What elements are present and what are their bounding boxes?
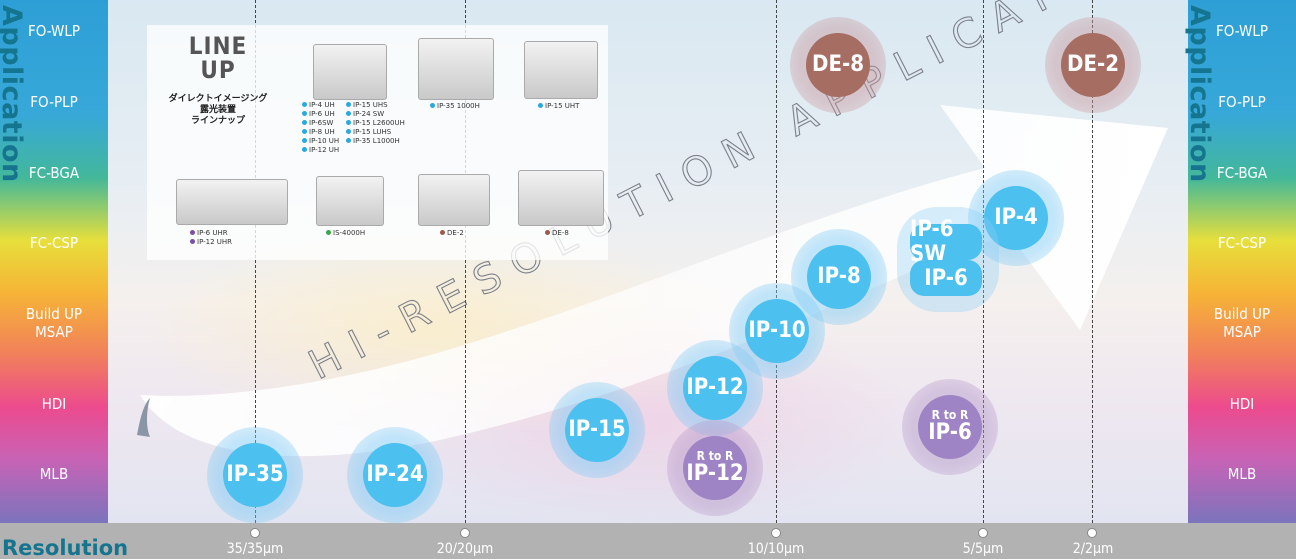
app-fc-bga: FC-BGA xyxy=(1216,164,1268,182)
machine-image-ip-uh-series xyxy=(313,44,387,100)
guide-line-35 xyxy=(255,0,256,523)
tick-20 xyxy=(460,528,470,538)
product-ip-6[interactable]: IP-6 xyxy=(910,260,982,296)
app-mlb: MLB xyxy=(1227,465,1257,483)
axis-title-application: Application xyxy=(1184,5,1215,183)
app-fc-csp: FC-CSP xyxy=(29,234,79,252)
product-ip-6-sw[interactable]: IP-6 SW xyxy=(910,217,982,267)
app-mlb: MLB xyxy=(39,465,69,483)
lineup-title: LINE UP xyxy=(188,32,248,84)
product-ip-4[interactable]: IP-4 xyxy=(968,170,1064,266)
resolution-35: 35/35μm xyxy=(226,541,284,557)
guide-line-10 xyxy=(776,0,777,523)
resolution-2: 2/2μm xyxy=(1072,541,1114,557)
product-r2r-ip-12[interactable]: R to R IP-12 xyxy=(667,420,763,516)
product-r2r-ip-6[interactable]: R to R IP-6 xyxy=(902,379,998,475)
guide-line-20 xyxy=(465,0,466,523)
tick-5 xyxy=(978,528,988,538)
machine-image-de-8 xyxy=(518,170,604,226)
app-fo-plp: FO-PLP xyxy=(30,93,78,111)
tick-35 xyxy=(250,528,260,538)
machine-image-de-2 xyxy=(418,174,490,226)
product-ip-8[interactable]: IP-8 xyxy=(791,229,887,325)
resolution-20: 20/20μm xyxy=(436,541,494,557)
axis-title-application: Application xyxy=(0,5,27,183)
app-build-up-msap: Build UP MSAP xyxy=(25,305,83,341)
guide-line-2 xyxy=(1092,0,1093,523)
app-build-up-msap: Build UP MSAP xyxy=(1213,305,1271,341)
guide-line-5 xyxy=(983,0,984,523)
product-ip-24[interactable]: IP-24 xyxy=(347,427,443,523)
application-axis-right: Application FO-WLP FO-PLP FC-BGA FC-CSP … xyxy=(1184,0,1296,523)
app-hdi: HDI xyxy=(41,395,67,413)
product-de-8[interactable]: DE-8 xyxy=(790,17,886,113)
tick-10 xyxy=(771,528,781,538)
app-fc-bga: FC-BGA xyxy=(28,164,80,182)
application-axis-left: Application FO-WLP FO-PLP FC-BGA FC-CSP … xyxy=(0,0,108,523)
lineup-subtitle: ダイレクトイメージング 露光装置 ラインナップ xyxy=(168,94,268,126)
app-fc-csp: FC-CSP xyxy=(1217,234,1267,252)
product-ip-10[interactable]: IP-10 xyxy=(729,283,825,379)
resolution-5: 5/5μm xyxy=(962,541,1004,557)
app-fo-wlp: FO-WLP xyxy=(27,22,81,40)
product-ip-15[interactable]: IP-15 xyxy=(549,382,645,478)
machine-image-ip-15-uht xyxy=(524,41,598,99)
product-de-2[interactable]: DE-2 xyxy=(1045,17,1141,113)
machine-image-is-4000h xyxy=(316,176,384,226)
tags-ip-uh-series-col1: IP-4 UH IP-6 UH IP-6SW IP-8 UH IP-10 UH … xyxy=(302,101,339,155)
resolution-axis xyxy=(0,523,1296,559)
resolution-10: 10/10μm xyxy=(747,541,805,557)
tags-ip-uhr: IP-6 UHR IP-12 UHR xyxy=(190,229,232,247)
app-fo-plp: FO-PLP xyxy=(1218,93,1266,111)
tag-ip-35-1000h: IP-35 1000H xyxy=(430,102,480,111)
machine-image-ip-uhr xyxy=(176,179,288,225)
tick-2 xyxy=(1087,528,1097,538)
tags-ip-uh-series-col2: IP-15 UHS IP-24 SW IP-15 L2600UH IP-15 L… xyxy=(346,101,405,146)
machine-image-ip-35-1000h xyxy=(418,38,494,100)
app-fo-wlp: FO-WLP xyxy=(1215,22,1269,40)
product-ip-35[interactable]: IP-35 xyxy=(207,427,303,523)
axis-title-resolution: Resolution xyxy=(2,536,129,560)
product-ip-12[interactable]: IP-12 xyxy=(667,340,763,436)
tag-de-2: DE-2 xyxy=(440,229,464,238)
tag-de-8: DE-8 xyxy=(545,229,569,238)
tag-is-4000h: IS-4000H xyxy=(326,229,365,238)
tag-ip-15-uht: IP-15 UHT xyxy=(538,102,579,111)
app-hdi: HDI xyxy=(1229,395,1255,413)
